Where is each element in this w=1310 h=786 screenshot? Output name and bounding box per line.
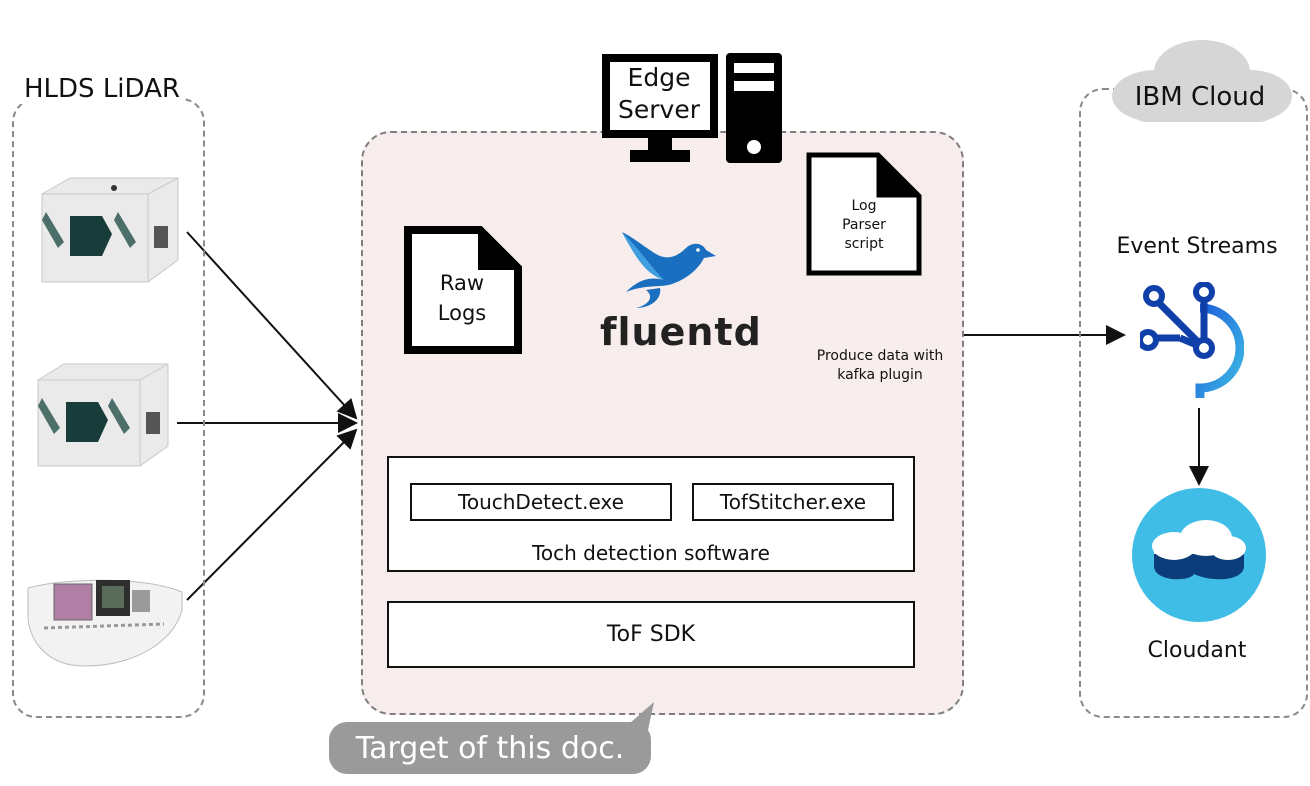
target-callout: Target of this doc. <box>329 722 651 774</box>
fluentd-wordmark: fluentd <box>600 310 762 354</box>
touch-detection-software-label: Toch detection software <box>532 541 770 565</box>
fluentd-bird-icon <box>622 232 716 308</box>
cloud-icon <box>1112 40 1292 122</box>
log-parser-label: Log Parser script <box>842 198 886 252</box>
arrow-lidar1-to-edge <box>186 231 358 420</box>
tof-sdk-box: ToF SDK <box>387 601 915 668</box>
log-parser-document-icon <box>806 152 922 276</box>
lidar-device-3-image <box>27 579 183 667</box>
raw-logs-document-icon <box>404 226 522 354</box>
cloudant-icon <box>1132 488 1266 622</box>
edge-server-label: Edge Server <box>618 63 700 124</box>
ibm-cloud-title: IBM Cloud <box>1134 82 1266 112</box>
tof-stitcher-exe-box: TofStitcher.exe <box>692 483 894 521</box>
event-streams-label: Event Streams <box>1116 234 1278 259</box>
lidar-device-1-image <box>41 177 179 283</box>
server-tower-icon <box>726 53 782 163</box>
raw-logs-label: Raw Logs <box>437 271 487 325</box>
monitor-icon <box>602 54 718 162</box>
lidar-device-2-image <box>37 363 169 467</box>
arrow-lidar3-to-edge <box>186 428 358 601</box>
lidar-group-title: HLDS LiDAR <box>20 74 184 104</box>
event-streams-icon <box>1140 282 1244 398</box>
touch-detect-exe-box: TouchDetect.exe <box>410 483 672 521</box>
cloudant-label: Cloudant <box>1147 638 1247 663</box>
kafka-plugin-note: Produce data with kafka plugin <box>816 348 944 383</box>
